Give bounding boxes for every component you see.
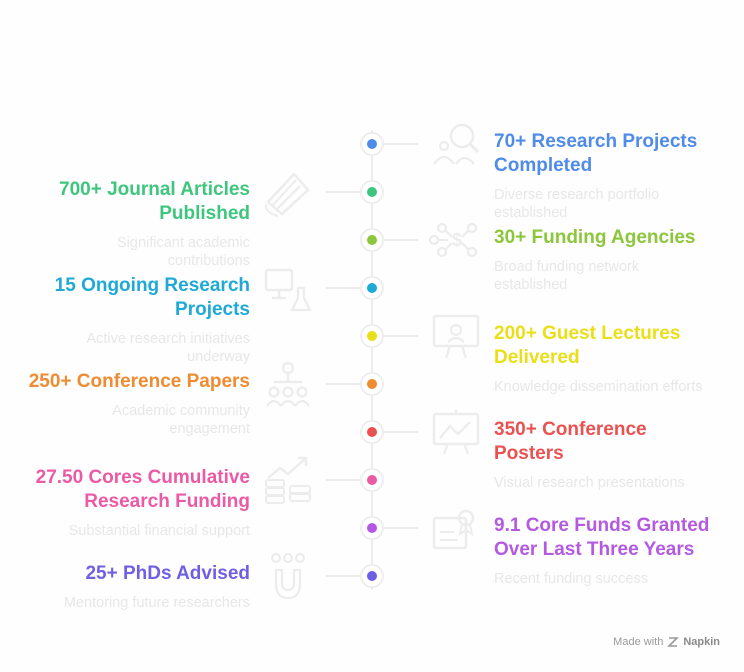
milestone-description: Broad funding network established [494, 258, 639, 294]
napkin-logo-icon [667, 637, 680, 647]
footer-brand: Napkin [683, 636, 720, 648]
growth-money-icon [265, 456, 311, 504]
milestone-title-line: Posters [494, 443, 564, 464]
research-magnifier-icon [433, 123, 480, 165]
timeline-node-dot [367, 331, 377, 341]
funding-network-icon: $ [428, 222, 478, 258]
milestone-description-line: Academic community [112, 403, 250, 419]
audience-icon [266, 361, 310, 407]
milestone-description: Recent funding success [494, 570, 648, 588]
milestone-description: Substantial financial support [69, 522, 250, 540]
milestone-description-line: engagement [169, 421, 250, 437]
milestone-title-line: 700+ Journal Articles [59, 179, 250, 200]
milestone-description: Diverse research portfolio established [494, 186, 659, 222]
certificate-icon [432, 509, 475, 550]
milestone-description-line: Significant academic [117, 235, 250, 251]
milestone-title-line: Research Funding [84, 491, 250, 512]
milestone-description-line: Broad funding network [494, 259, 640, 275]
milestone-description-line: established [494, 205, 568, 221]
milestone-description-line: underway [187, 349, 250, 365]
milestone-title-line: Projects [175, 299, 250, 320]
timeline-node-dot [367, 187, 377, 197]
milestone-title: 250+ Conference Papers [29, 370, 250, 394]
milestone-description-line: Visual research presentations [494, 475, 685, 491]
milestone-title: 30+ Funding Agencies [494, 226, 695, 250]
milestone-title-line: Over Last Three Years [494, 539, 695, 560]
mentoring-magnet-icon [270, 552, 306, 600]
book-pages-icon [264, 172, 310, 217]
milestone-title-line: 9.1 Core Funds Granted [494, 515, 710, 536]
timeline-node-dot [367, 379, 377, 389]
milestone-description-line: Diverse research portfolio [494, 187, 660, 203]
milestone-title-line: Completed [494, 155, 593, 176]
milestone-description-line: Active research initiatives [86, 331, 250, 347]
milestone-description-line: Knowledge dissemination efforts [494, 379, 703, 395]
milestone-title: 25+ PhDs Advised [85, 562, 250, 586]
lab-computer-icon [264, 268, 312, 312]
milestone-title-line: 70+ Research Projects [494, 131, 698, 152]
timeline-node-dot [367, 235, 377, 245]
milestone-description: Mentoring future researchers [64, 594, 250, 612]
milestone-description: Visual research presentations [494, 474, 685, 492]
milestone-title-line: Delivered [494, 347, 580, 368]
milestone-title-line: 25+ PhDs Advised [85, 563, 250, 584]
timeline-node-dot [367, 283, 377, 293]
footer-watermark: Made with Napkin [613, 636, 720, 648]
poster-chart-icon [432, 410, 480, 455]
timeline-node-dot [367, 427, 377, 437]
timeline-node-dot [367, 139, 377, 149]
footer-prefix: Made with [613, 636, 664, 648]
milestone-description: Active research initiatives underway [86, 330, 250, 366]
milestone-description-line: Recent funding success [494, 571, 648, 587]
milestone-title-line: 27.50 Cores Cumulative [35, 467, 250, 488]
svg-text:$: $ [452, 230, 462, 250]
timeline-node-dot [367, 523, 377, 533]
milestone-title-line: 30+ Funding Agencies [494, 227, 696, 248]
milestone-description-line: contributions [167, 253, 250, 269]
timeline-node-dot [367, 475, 377, 485]
milestone-description-line: Mentoring future researchers [63, 595, 250, 611]
milestone-title-line: 250+ Conference Papers [28, 371, 250, 392]
milestone-description: Academic community engagement [112, 402, 250, 438]
milestone-title-line: 15 Ongoing Research [54, 275, 250, 296]
milestone-title-line: Published [159, 203, 250, 224]
timeline-node-dot [367, 571, 377, 581]
milestone-title-line: 200+ Guest Lectures [494, 323, 681, 344]
milestone-description-line: established [494, 277, 568, 293]
milestone-description: Significant academic contributions [117, 234, 250, 270]
milestone-title-line: 350+ Conference [494, 419, 647, 440]
milestone-description-line: Substantial financial support [68, 523, 250, 539]
presentation-screen-icon [432, 314, 480, 359]
milestone-description: Knowledge dissemination efforts [494, 378, 703, 396]
